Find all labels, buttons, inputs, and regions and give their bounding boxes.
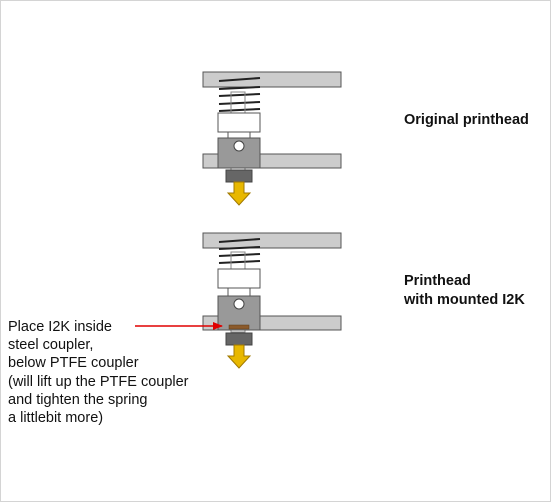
spring [218,238,261,264]
spring [218,77,261,112]
original-label-text: Original printhead [404,112,529,128]
filament-arrow [226,344,252,369]
coupler-hole [233,298,245,310]
note-line: steel coupler, [8,337,94,354]
ptfe-coupler [217,112,261,133]
note-line: below PTFE coupler [8,355,139,372]
filament-arrow [226,181,252,206]
instruction-note: Place I2K inside steel coupler, below PT… [8,318,189,427]
nozzle-block [225,332,253,346]
coupler-hole [233,140,245,152]
note-line: and tighten the spring [8,391,148,408]
note-line: a littlebit more) [8,410,104,427]
coupler-neck [227,131,251,139]
mounted-label-line-2: with mounted I2K [404,292,525,308]
ptfe-coupler [217,268,261,289]
mounted-printhead-label: Printhead with mounted I2K [404,272,525,310]
top-plate [202,232,342,249]
top-plate [202,71,342,88]
original-printhead-label: Original printhead [404,111,529,130]
nozzle-block [225,169,253,183]
original-printhead [202,71,342,206]
note-line: (will lift up the PTFE coupler [8,373,189,390]
i2k-insert [228,324,250,330]
mounted-printhead [202,232,342,369]
note-line: Place I2K inside [8,319,112,335]
coupler-neck [227,287,251,297]
mounted-label-line-1: Printhead [404,273,471,289]
